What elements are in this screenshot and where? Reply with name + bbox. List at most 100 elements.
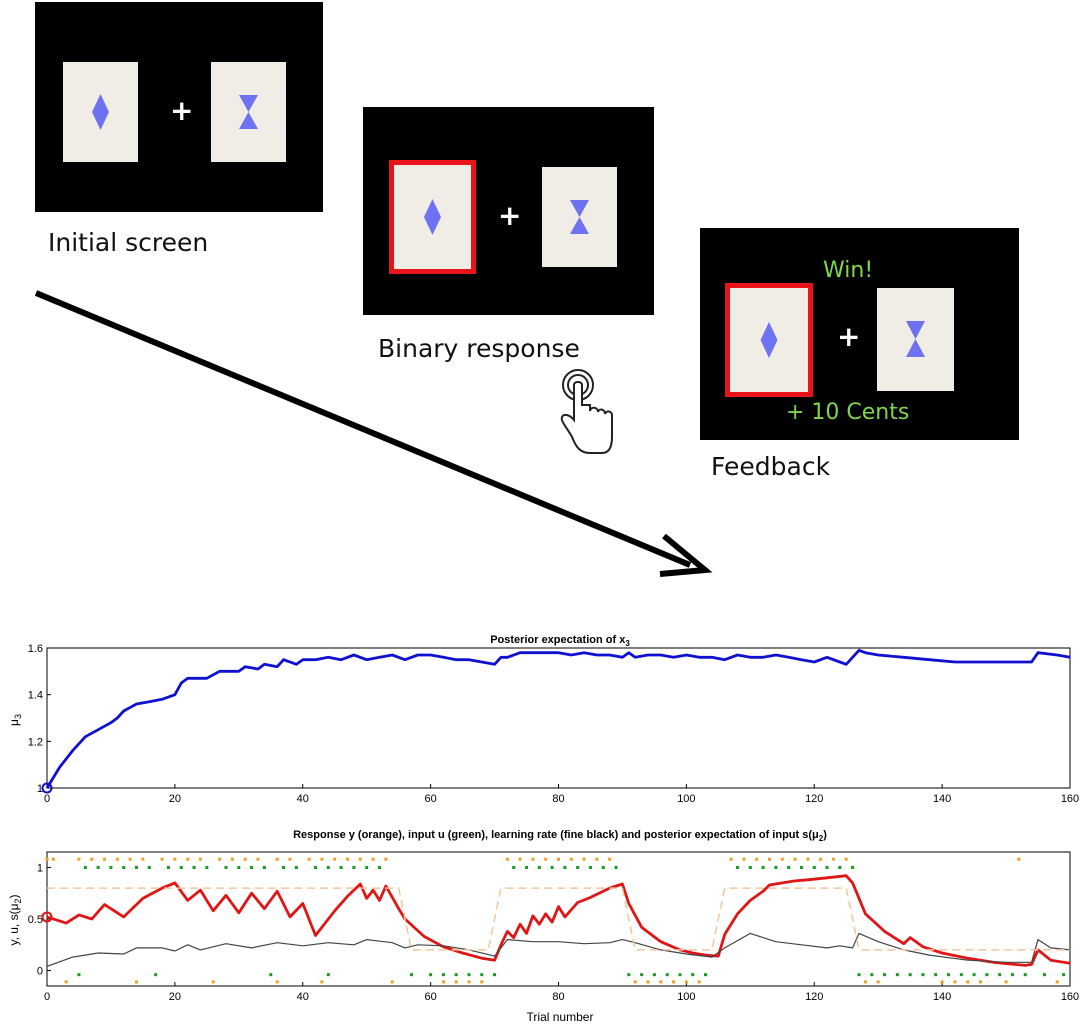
input-dot bbox=[179, 865, 183, 869]
response-dot bbox=[186, 857, 190, 861]
response-dot bbox=[1004, 980, 1008, 984]
response-dot bbox=[90, 857, 94, 861]
input-dot bbox=[429, 973, 433, 977]
input-dot bbox=[294, 865, 298, 869]
input-dot bbox=[678, 973, 682, 977]
response-dot bbox=[358, 857, 362, 861]
input-dot bbox=[998, 973, 1002, 977]
right-card bbox=[211, 62, 286, 162]
input-dot bbox=[1042, 973, 1046, 977]
response-dot bbox=[755, 857, 759, 861]
response-dot bbox=[51, 857, 55, 861]
fixation-cross: + bbox=[498, 199, 522, 232]
response-dot bbox=[793, 857, 797, 861]
response-dot bbox=[454, 980, 458, 984]
feedback-panel: Win! + + 10 Cents bbox=[700, 228, 1019, 440]
response-dot bbox=[198, 857, 202, 861]
caption-binary-response: Binary response bbox=[378, 334, 580, 363]
chart2-plot-area bbox=[46, 851, 1071, 987]
input-dot bbox=[122, 865, 126, 869]
response-dot bbox=[1055, 980, 1059, 984]
input-dot bbox=[588, 865, 592, 869]
y-tick-label: 0.5 bbox=[28, 914, 43, 926]
fixation-cross: + bbox=[837, 320, 861, 353]
x-tick-label: 40 bbox=[297, 991, 309, 1003]
right-card bbox=[542, 167, 617, 267]
input-dot bbox=[748, 865, 752, 869]
x-tick-label: 120 bbox=[805, 793, 823, 805]
input-dot bbox=[691, 973, 695, 977]
input-dot bbox=[799, 865, 803, 869]
input-dot bbox=[224, 865, 228, 869]
input-dot bbox=[467, 973, 471, 977]
y-tick-label: 1.6 bbox=[28, 643, 43, 655]
response-dot bbox=[819, 857, 823, 861]
input-dot bbox=[652, 973, 656, 977]
input-dot bbox=[1062, 973, 1066, 977]
y-tick-label: 1 bbox=[37, 862, 43, 874]
input-dot bbox=[192, 865, 196, 869]
response-dot bbox=[1017, 857, 1021, 861]
input-dot bbox=[512, 865, 516, 869]
response-dot bbox=[646, 980, 650, 984]
input-dot bbox=[205, 865, 209, 869]
input-dot bbox=[934, 973, 938, 977]
y-tick-label: 1.2 bbox=[28, 736, 43, 748]
fixation-cross: + bbox=[170, 94, 194, 127]
response-dot bbox=[371, 857, 375, 861]
input-dot bbox=[640, 973, 644, 977]
response-dot bbox=[275, 857, 279, 861]
chart2-ylabel: y, u, s(μ2) bbox=[7, 894, 23, 945]
response-dot bbox=[953, 980, 957, 984]
x-tick-label: 100 bbox=[677, 991, 695, 1003]
input-dot bbox=[377, 865, 381, 869]
start-marker bbox=[41, 911, 53, 923]
hand-touch-icon bbox=[560, 369, 613, 454]
y-tick-label: 0 bbox=[37, 966, 43, 978]
input-dot bbox=[895, 973, 899, 977]
response-dot bbox=[595, 857, 599, 861]
input-dot bbox=[282, 865, 286, 869]
input-dot bbox=[525, 865, 529, 869]
input-dot bbox=[314, 865, 318, 869]
response-dot bbox=[45, 857, 49, 861]
input-dot bbox=[908, 973, 912, 977]
input-dot bbox=[959, 973, 963, 977]
response-dot bbox=[557, 857, 560, 861]
chart1-plot-area bbox=[46, 647, 1071, 789]
hourglass-icon bbox=[570, 200, 589, 234]
input-dot bbox=[704, 973, 708, 977]
y-tick-label: 1 bbox=[37, 783, 43, 795]
response-dot bbox=[135, 980, 139, 984]
reward-text: + 10 Cents bbox=[786, 400, 910, 425]
input-dot bbox=[947, 973, 951, 977]
response-dot bbox=[160, 857, 164, 861]
x-tick-label: 120 bbox=[805, 991, 823, 1003]
input-dot bbox=[857, 973, 861, 977]
response-dot bbox=[173, 857, 177, 861]
x-tick-label: 60 bbox=[425, 793, 437, 805]
initial-screen-panel: + bbox=[35, 2, 323, 212]
chart1-title: Posterior expectation of x3 bbox=[490, 634, 630, 648]
response-dot bbox=[672, 980, 676, 984]
input-dot bbox=[454, 973, 458, 977]
input-dot bbox=[787, 865, 791, 869]
input-dot bbox=[614, 865, 618, 869]
response-dot bbox=[307, 857, 311, 861]
response-dot bbox=[346, 857, 350, 861]
diamond-icon bbox=[92, 94, 109, 130]
response-dot bbox=[831, 857, 835, 861]
response-dot bbox=[211, 980, 215, 984]
response-dot bbox=[569, 857, 573, 861]
response-dot bbox=[256, 857, 260, 861]
input-dot bbox=[1010, 973, 1014, 977]
response-dot bbox=[966, 980, 970, 984]
response-dot bbox=[863, 980, 867, 984]
diamond-icon bbox=[424, 199, 441, 235]
input-dot bbox=[627, 973, 631, 977]
input-dot bbox=[269, 973, 273, 977]
input-dot bbox=[147, 865, 151, 869]
response-dot bbox=[978, 980, 982, 984]
response-dot bbox=[633, 980, 637, 984]
